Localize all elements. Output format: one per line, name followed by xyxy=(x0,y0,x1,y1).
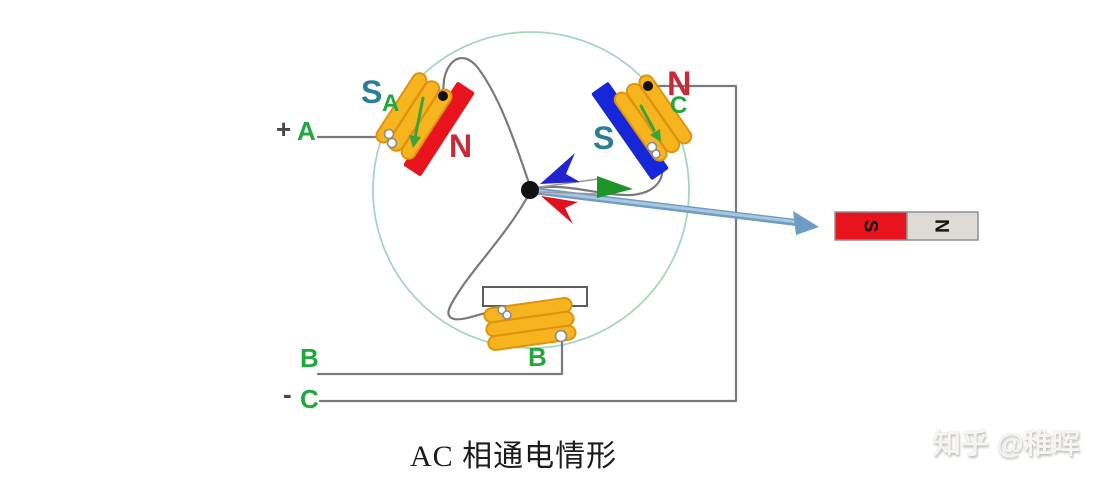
label-magnet-n: N xyxy=(931,219,952,233)
wire-center-to-coil-a xyxy=(441,57,531,185)
terminal-ring xyxy=(554,329,568,343)
label-phase-c-terminal: C xyxy=(300,384,319,414)
wire-phase-c-lead xyxy=(318,84,738,403)
stator-circle xyxy=(372,31,690,349)
current-arrows xyxy=(409,96,661,148)
label-phase-a-sign: + xyxy=(276,114,291,144)
bar-magnet-south-half xyxy=(834,211,908,241)
label-pole-s-c: S xyxy=(593,120,614,156)
resultant-arrow-green xyxy=(539,176,633,198)
terminal-rings xyxy=(383,128,661,343)
rotor-axis-arrowhead xyxy=(793,211,819,235)
current-arrow-c xyxy=(639,104,656,132)
label-magnet-s: S xyxy=(860,220,881,233)
label-coil-a: A xyxy=(382,90,399,117)
label-pole-s-a: S xyxy=(361,74,382,110)
wire-center-to-coil-b xyxy=(447,194,530,321)
wire-phase-b-lead xyxy=(316,339,564,376)
center-pivot-dot xyxy=(521,181,539,199)
coil-turn xyxy=(487,324,577,352)
rotor-axis-arrow xyxy=(535,187,819,235)
label-pole-n-a: N xyxy=(449,128,472,164)
bar-magnet-north-half xyxy=(906,211,979,241)
bar-magnet: S N xyxy=(834,211,979,241)
terminal-ring xyxy=(383,128,395,140)
terminal-ring xyxy=(502,310,512,320)
label-pole-n-c: N xyxy=(667,65,692,103)
field-arrow-blue xyxy=(540,153,580,184)
current-arrow-a-head xyxy=(409,135,421,148)
terminal-ring xyxy=(386,137,398,149)
magnet-c-south-bar xyxy=(591,82,669,180)
label-coil-b: B xyxy=(528,342,547,372)
label-phase-c-sign: - xyxy=(283,379,292,409)
terminal-dot xyxy=(643,81,653,91)
watermark: 知乎 @稚晖 xyxy=(932,428,1080,459)
terminal-ring xyxy=(651,149,661,159)
current-arrow-a xyxy=(413,96,425,140)
label-phase-b-terminal: B xyxy=(300,343,319,373)
label-coil-c: C xyxy=(670,92,687,119)
field-arrow-red xyxy=(541,196,578,224)
figure-caption: AC 相通电情形 xyxy=(410,440,618,473)
current-arrow-c-head xyxy=(650,129,661,142)
terminal-dot xyxy=(438,91,448,101)
magnet-a-north-bar xyxy=(403,82,475,176)
label-phase-a-terminal: A xyxy=(297,116,316,146)
